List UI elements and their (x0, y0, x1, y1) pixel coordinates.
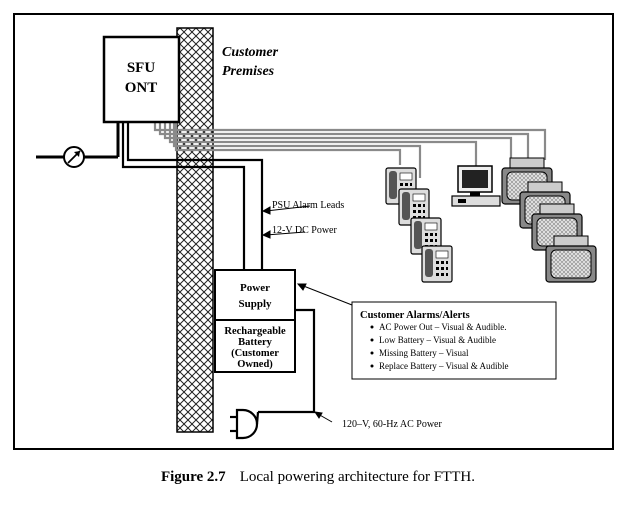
alarms-title: Customer Alarms/Alerts (360, 310, 470, 321)
alarms-list: AC Power Out – Visual & Audible. Low Bat… (370, 322, 509, 371)
psu-alarm-label: PSU Alarm Leads (272, 200, 344, 211)
power-supply-box (214, 269, 296, 321)
alarm-item: AC Power Out – Visual & Audible. (379, 322, 507, 332)
premises-label-line2: Premises (222, 64, 275, 79)
psu-leads (121, 122, 264, 270)
battery-line4: Owned) (237, 359, 273, 370)
computer-icon (451, 165, 501, 207)
figure-frame (13, 13, 614, 450)
battery-line3: (Customer (231, 348, 279, 359)
figure-caption: Figure 2.7 Local powering architecture fo… (161, 469, 475, 485)
alarms-box (351, 301, 557, 380)
sfu-ont-box (102, 35, 181, 124)
telephone-icon (398, 188, 430, 226)
alarm-arrow (296, 283, 353, 306)
caption-label: Figure 2.7 (161, 469, 226, 485)
premises-wall (176, 27, 214, 433)
telephone-icon (410, 217, 442, 255)
battery-line1: Rechargeable (224, 326, 286, 337)
fiber-splice-icon (63, 146, 85, 168)
ac-arrow (313, 411, 333, 423)
telephone-icon (421, 245, 453, 283)
lead-arrows (261, 205, 311, 239)
service-lines (153, 122, 547, 178)
caption-text: Local powering architecture for FTTH. (240, 469, 475, 485)
dc-power-label: 12-V DC Power (272, 225, 337, 236)
battery-line2: Battery (238, 337, 273, 348)
alarm-item: Low Battery – Visual & Audible (379, 335, 496, 345)
ont-label-line2: ONT (125, 80, 158, 96)
power-supply-line2: Supply (238, 298, 272, 310)
ac-power-label: 120–V, 60-Hz AC Power (342, 419, 442, 430)
battery-box (214, 319, 296, 373)
alarm-item: Replace Battery – Visual & Audible (379, 361, 509, 371)
television-icon (545, 235, 597, 283)
ac-plug-icon (230, 408, 260, 440)
ac-power-cord (258, 308, 316, 414)
alarm-item: Missing Battery – Visual (379, 348, 469, 358)
premises-label-line1: Customer (222, 45, 279, 60)
ont-label-line1: SFU (127, 60, 156, 76)
power-supply-line1: Power (240, 282, 270, 294)
